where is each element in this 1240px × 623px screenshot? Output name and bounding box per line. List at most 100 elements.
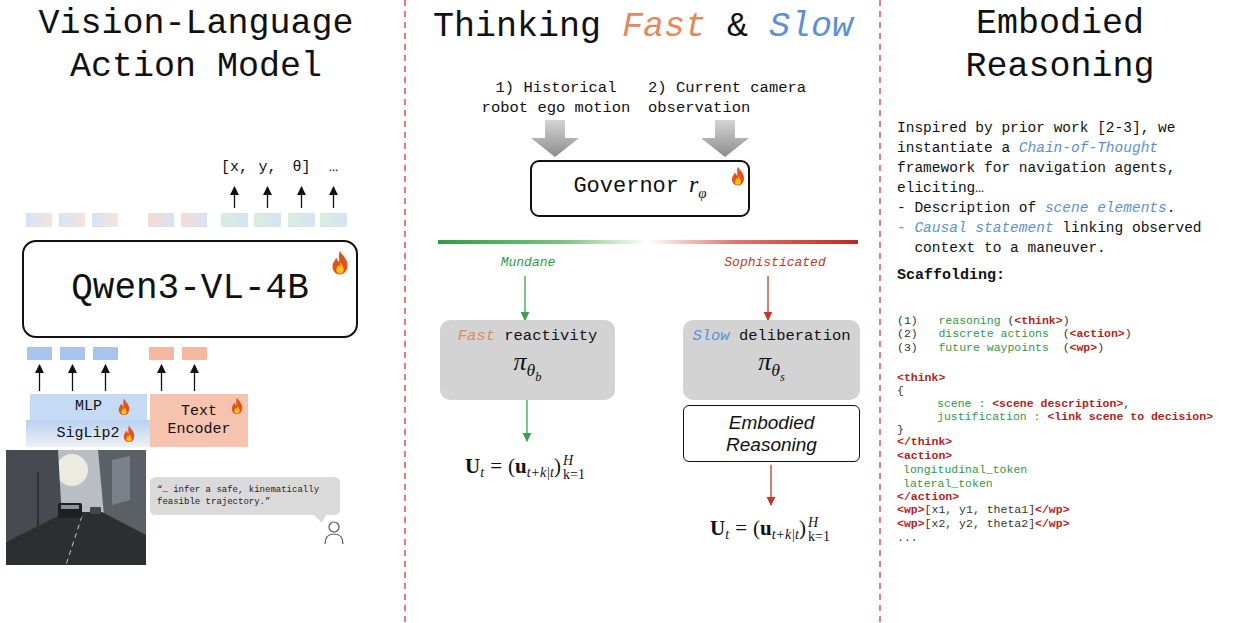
label-group: 1) Historical robot ego motion	[476, 78, 636, 118]
flame-inner	[735, 176, 741, 185]
formula-symbol: =	[490, 454, 502, 478]
code-token: <think>	[1014, 314, 1062, 327]
trainable-flame-icon	[117, 398, 131, 416]
output-tokens	[26, 213, 347, 227]
node-content: Qwen3-VL-4B	[71, 267, 309, 311]
token-bar	[148, 213, 174, 227]
formula-symbol: =	[735, 516, 747, 540]
output-token-label: [x,	[221, 159, 248, 176]
panel-title: Slow	[769, 7, 853, 47]
flame-outer	[333, 251, 348, 275]
token-bar	[182, 347, 207, 360]
formula: Ut=(ut+k|t)Hk=1	[675, 512, 865, 551]
projector-box: MLP	[30, 394, 147, 420]
token-bar	[60, 347, 85, 360]
label-group: 2) Current camera observation	[648, 78, 818, 118]
input-arrow	[161, 365, 162, 391]
label-group: ThinkingFast&Slow	[408, 6, 878, 49]
math-symbol: s	[780, 370, 785, 384]
flame-inner	[121, 407, 126, 415]
input-arrow-large	[701, 120, 749, 157]
token-bar	[149, 347, 174, 360]
token-bar	[26, 213, 52, 227]
formula-symbol: H	[808, 516, 830, 530]
code-token: )	[1063, 314, 1070, 327]
code-token: (	[1063, 341, 1070, 354]
road	[6, 512, 146, 565]
code-token: </think>	[897, 435, 952, 448]
governor-box: Governorrφ	[530, 160, 750, 217]
routing-label: Sophisticated	[724, 255, 825, 270]
module-name: Embodied Reasoning	[726, 412, 817, 455]
label-group: Scaffolding:	[897, 266, 1005, 286]
token-bar	[320, 213, 347, 227]
mode-word: reactivity	[504, 327, 597, 345]
policy-box: Fast reactivity πθb	[440, 320, 615, 400]
module-name: Governor	[573, 174, 679, 199]
output-token-label: θ]	[292, 159, 310, 176]
code-token: <link scene to decision>	[1047, 410, 1213, 423]
paragraph-text: Chain-of-Thought	[1019, 140, 1158, 156]
formula-symbol: U	[465, 454, 480, 478]
math-symbol: φ	[698, 185, 706, 201]
user-icon-head	[329, 522, 339, 532]
text-row: SigLip2	[56, 425, 119, 443]
text-encoder-box: Text Encoder	[150, 394, 248, 447]
code-token: ...	[897, 531, 918, 544]
label-group: Embodied Reasoning	[882, 3, 1238, 89]
vision-encoder-box: SigLip2	[26, 420, 150, 447]
formula-symbol: t+k|t	[772, 527, 799, 542]
flame-outer	[732, 167, 744, 186]
code-token: reasoning	[938, 314, 1000, 327]
node-content: Slowdeliberationπθs	[692, 326, 850, 393]
code-token: <wp>	[897, 503, 925, 516]
text-row: “… infer a safe, kinematically feasible …	[157, 484, 333, 508]
panel-divider	[879, 0, 881, 623]
label-group: (3)future waypoints(<wp>)	[897, 341, 1104, 355]
code-token: <scene description>	[992, 397, 1123, 410]
math-symbol: π	[758, 347, 771, 376]
formula-limits: Hk=1	[563, 454, 585, 482]
module-name: MLP	[75, 398, 102, 415]
formula-symbol: k=1	[563, 468, 585, 482]
node-content: MLP	[75, 398, 102, 416]
code-token: [x2, y2, theta2]	[925, 517, 1035, 530]
speech-bubble: “… infer a safe, kinematically feasible …	[150, 477, 340, 515]
user-icon-body	[325, 534, 343, 544]
formula-symbol: u	[760, 516, 772, 540]
mode-word: Fast	[458, 327, 495, 345]
formula-symbol: )	[799, 516, 806, 540]
text-row: Text Encoder	[159, 403, 239, 439]
label-group: Vision-Language Action Model	[0, 3, 392, 89]
math-symbol: θ	[771, 360, 780, 380]
math-symbol: π	[514, 347, 527, 376]
text-row: Slowdeliberation	[692, 326, 850, 346]
code-token: lateral_token	[903, 477, 993, 490]
paragraph-text: scene elements	[1045, 200, 1167, 216]
code-token: <action>	[1070, 327, 1125, 340]
node-content: “… infer a safe, kinematically feasible …	[157, 484, 333, 508]
building	[112, 456, 130, 505]
code-token: future waypoints	[938, 341, 1048, 354]
model-box: Qwen3-VL-4B	[22, 240, 358, 338]
input-arrow-large	[531, 120, 579, 157]
trainable-flame-icon	[230, 397, 244, 415]
code-token: <think>	[897, 371, 945, 384]
math-symbol: b	[535, 370, 541, 384]
flame-inner	[336, 263, 344, 274]
model-name: Qwen3-VL-4B	[71, 268, 309, 309]
math-symbol: θ	[527, 360, 536, 380]
flame-inner	[126, 434, 131, 442]
code-token: (	[1007, 314, 1014, 327]
policy-box: Slowdeliberationπθs	[683, 320, 860, 400]
flame-inner	[234, 406, 239, 414]
trainable-flame-icon	[330, 250, 350, 275]
paragraph-text: framework for navigation agents, eliciti…	[897, 160, 1175, 196]
code-token: scene :	[937, 397, 985, 410]
flame-outer	[119, 398, 130, 415]
label-group: …	[314, 158, 354, 178]
code-token: <wp>	[1070, 341, 1098, 354]
label-group: <wp>[x1, y1, theta1]</wp>	[897, 503, 1070, 517]
code-token: )	[1125, 327, 1132, 340]
formula-symbol: U	[710, 516, 725, 540]
